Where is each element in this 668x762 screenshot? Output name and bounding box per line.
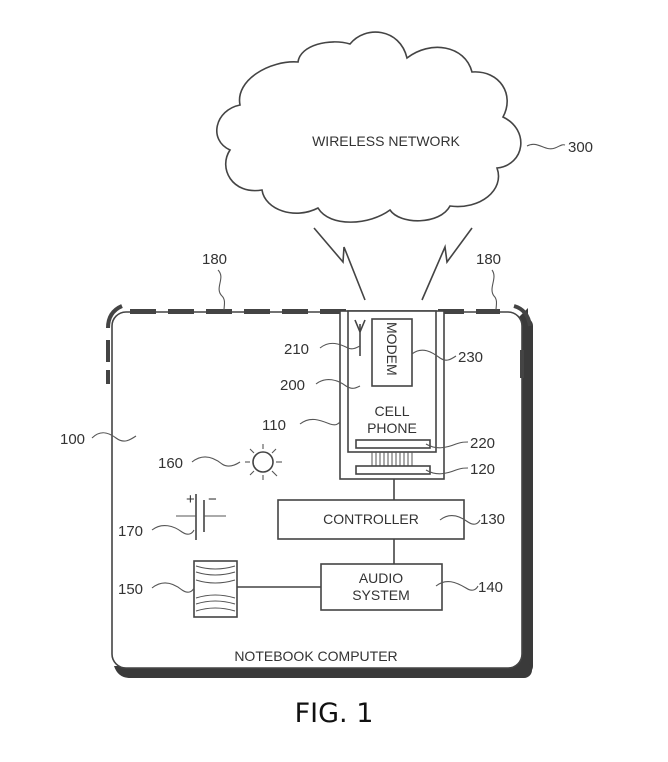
leader-200 xyxy=(315,378,361,389)
leader-160 xyxy=(191,456,241,467)
ref-180-left: 180 xyxy=(202,251,227,268)
signal-bolt-right xyxy=(421,227,473,301)
modem xyxy=(371,318,413,387)
wireless-network-label: WIRELESS NETWORK xyxy=(312,133,460,149)
controller-label: CONTROLLER xyxy=(323,511,419,527)
leader-140 xyxy=(435,580,479,591)
notebook-computer-label: NOTEBOOK COMPUTER xyxy=(234,648,397,664)
connector-pins xyxy=(371,452,413,466)
ref-150: 150 xyxy=(118,581,143,598)
leader-180-right xyxy=(491,269,498,311)
ref-180-right: 180 xyxy=(476,251,501,268)
ref-110: 110 xyxy=(262,417,286,434)
leader-180-left xyxy=(217,269,226,311)
ref-140: 140 xyxy=(478,579,503,596)
ref-160: 160 xyxy=(158,455,183,472)
antenna-band xyxy=(106,304,532,384)
figure-caption: FIG. 1 xyxy=(295,698,374,729)
phone-antenna-icon xyxy=(354,319,366,356)
leader-170 xyxy=(151,524,195,535)
leader-110 xyxy=(299,418,341,426)
battery-plus: + xyxy=(186,491,195,508)
phone-connector xyxy=(355,439,431,449)
leader-100 xyxy=(91,432,137,442)
ref-130: 130 xyxy=(480,511,505,528)
ref-100: 100 xyxy=(60,431,85,448)
audio-system xyxy=(320,563,443,611)
controller xyxy=(277,499,465,540)
leader-210 xyxy=(319,342,361,350)
leader-130 xyxy=(439,514,481,525)
wireless-network-cloud: WIRELESS NETWORK 300 xyxy=(216,31,593,223)
speaker-icon xyxy=(193,560,238,618)
ref-210: 210 xyxy=(284,341,309,358)
ref-220: 220 xyxy=(470,435,495,452)
cell-phone-label-line2: PHONE xyxy=(367,420,417,436)
signal-bolt-left xyxy=(313,227,366,301)
leader-300 xyxy=(526,143,566,150)
audio-system-label-line2: SYSTEM xyxy=(352,587,410,603)
audio-system-label-line1: AUDIO xyxy=(359,570,403,586)
battery-icon: + − xyxy=(176,491,226,540)
battery-minus: − xyxy=(208,491,217,508)
ref-230: 230 xyxy=(458,349,483,366)
ref-120: 120 xyxy=(470,461,495,478)
modem-label: MODEM xyxy=(384,322,400,376)
ref-170: 170 xyxy=(118,523,143,540)
leader-120 xyxy=(425,467,469,475)
leader-220 xyxy=(425,441,469,449)
light-icon xyxy=(245,444,282,480)
ref-300: 300 xyxy=(568,139,593,156)
leader-230 xyxy=(411,349,457,361)
leader-150 xyxy=(151,582,195,593)
cell-phone-label-line1: CELL xyxy=(374,403,409,419)
ref-200: 200 xyxy=(280,377,305,394)
dock-connector xyxy=(355,465,431,475)
